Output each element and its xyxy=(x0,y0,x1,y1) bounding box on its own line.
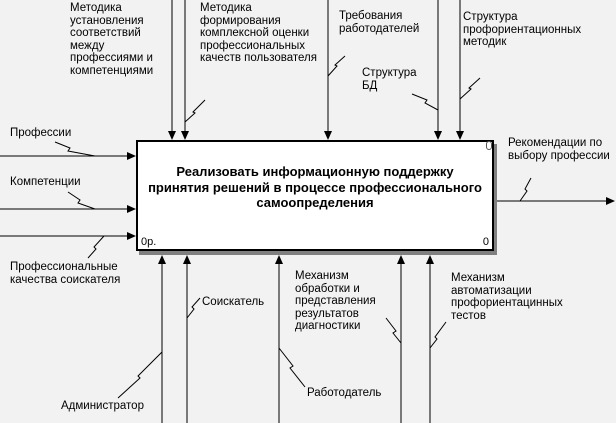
mechanism-arrow-processing xyxy=(385,255,405,423)
control-label-db-structure: Структура БД xyxy=(362,67,417,92)
input-arrow-competences xyxy=(0,191,136,213)
control-arrow-methods-structure xyxy=(456,0,481,140)
mechanism-label-applicant: Соискатель xyxy=(202,296,265,308)
input-arrow-qualities xyxy=(0,232,136,259)
note-tab-icon xyxy=(486,141,492,150)
output-arrow-recommendations xyxy=(495,177,615,205)
cost-label: 0 xyxy=(482,236,489,248)
input-label-competences: Компетенции xyxy=(10,176,81,188)
mechanism-label-automation: Механизм автоматизации профориентацинных… xyxy=(451,272,563,322)
mechanism-arrow-applicant xyxy=(183,255,201,423)
mechanism-label-employer: Работодатель xyxy=(307,387,382,399)
control-label-methodology-assessment: Методика формирования комплексной оценки… xyxy=(200,2,317,64)
mechanism-label-administrator: Администратор xyxy=(61,400,144,412)
function-box[interactable]: Реализовать информационную поддержку при… xyxy=(136,140,494,251)
control-label-employer-requirements: Требования работодателей xyxy=(339,10,420,35)
mechanism-label-processing: Механизм обработки и представления резул… xyxy=(295,270,376,332)
control-arrow-employer-requirements xyxy=(324,0,346,140)
input-label-professions: Профессии xyxy=(10,127,72,139)
control-arrow-db-structure xyxy=(411,0,442,140)
mechanism-arrow-automation xyxy=(426,255,447,423)
mechanism-arrow-employer xyxy=(275,255,306,423)
input-arrow-professions xyxy=(0,141,136,160)
control-label-methods-structure: Структура профориентационных методик xyxy=(463,11,582,48)
mechanism-arrow-administrator xyxy=(117,255,166,423)
function-title: Реализовать информационную поддержку при… xyxy=(148,164,482,210)
output-label-recommendations: Рекомендации по выбору профессии xyxy=(508,137,610,162)
input-label-qualities: Профессиональные качества соискателя xyxy=(10,261,121,286)
control-label-methodology-matching: Методика установления соответствий между… xyxy=(70,2,154,77)
node-number: 0р. xyxy=(141,236,157,248)
control-arrow-methodology-assessment xyxy=(181,0,206,140)
